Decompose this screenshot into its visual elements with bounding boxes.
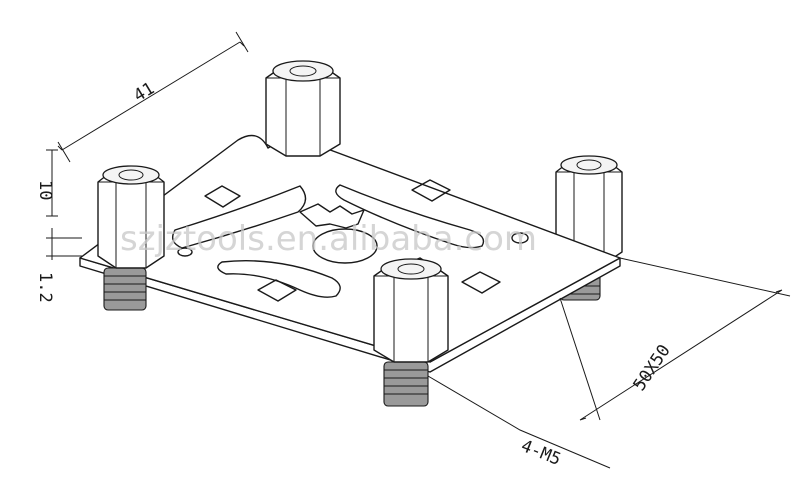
center-bore bbox=[312, 228, 378, 264]
hole-left bbox=[177, 247, 193, 257]
slot-top-right bbox=[411, 179, 451, 202]
dimension-41: 41 bbox=[57, 31, 249, 163]
dim-label-50x50: 50X50 bbox=[630, 341, 675, 395]
dimension-1.2: 1.2 bbox=[35, 228, 82, 303]
hole-right bbox=[511, 232, 529, 244]
gear-cutout bbox=[299, 203, 365, 229]
dim-label-10: 10 bbox=[35, 180, 55, 200]
watermark: szjztools.en.alibaba.com bbox=[120, 219, 537, 259]
thread-front-right bbox=[383, 361, 429, 407]
slot-bottom-right bbox=[461, 271, 501, 294]
arc-slot-left bbox=[172, 185, 307, 249]
thread-front-left bbox=[103, 267, 147, 311]
dim-label-4-m5: 4-M5 bbox=[518, 436, 563, 470]
dim-label-41: 41 bbox=[130, 79, 158, 107]
dim-label-1.2: 1.2 bbox=[35, 272, 55, 303]
dimension-10: 10 bbox=[35, 149, 58, 217]
standoff-front-left bbox=[97, 165, 165, 311]
slot-bottom-left bbox=[257, 279, 297, 302]
slot-top-left bbox=[204, 185, 241, 208]
arc-slot-right bbox=[335, 184, 485, 249]
leader-4-m5: 4-M5 bbox=[427, 375, 611, 470]
arc-slot-bottom-left bbox=[217, 260, 341, 298]
standoff-back-left bbox=[265, 60, 341, 157]
standoff-front-right bbox=[373, 258, 449, 407]
